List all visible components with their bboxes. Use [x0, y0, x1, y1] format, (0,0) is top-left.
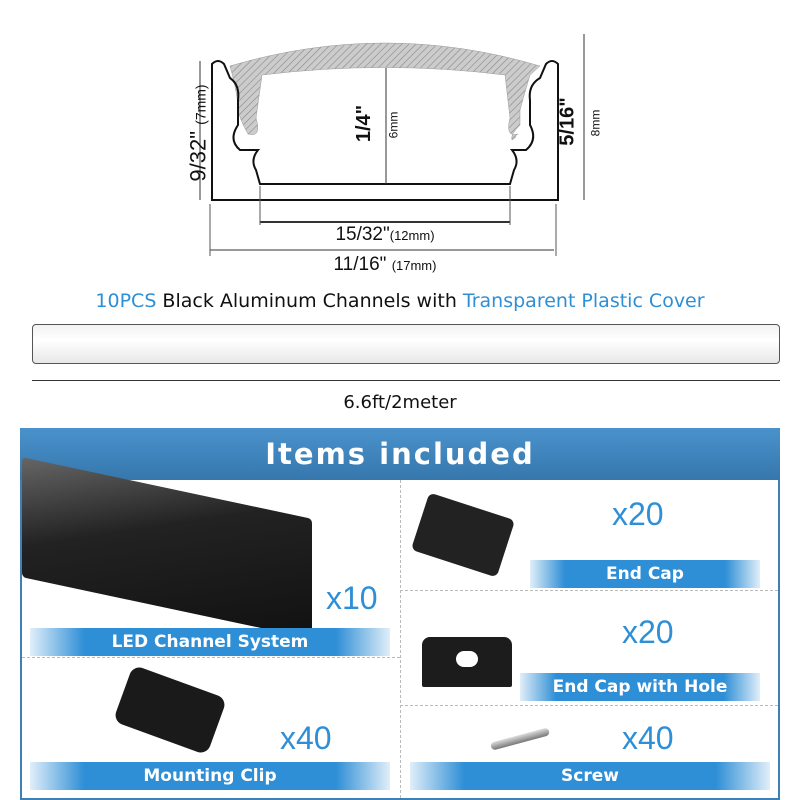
items-panel-title: Items included: [20, 428, 780, 480]
height-right-mm-label: 8mm: [588, 109, 603, 137]
product-headline: 10PCS Black Aluminum Channels with Trans…: [95, 290, 705, 312]
label-screw: Screw: [410, 762, 770, 790]
label-end-cap-hole: End Cap with Hole: [520, 673, 760, 701]
label-end-cap: End Cap: [530, 560, 760, 588]
divider-vertical: [400, 480, 401, 798]
height-right-label: 5/16": [556, 97, 579, 146]
qty-led-channel: x10: [326, 580, 378, 616]
channel-profile-diagram: [199, 34, 585, 256]
channel-outline: [211, 60, 559, 201]
qty-mounting-clip: x40: [280, 720, 332, 756]
label-mounting-clip: Mounting Clip: [30, 762, 390, 790]
qty-end-cap-hole: x20: [622, 614, 674, 650]
channel-side-view: [32, 324, 780, 364]
length-dimension-line: [32, 380, 780, 381]
inner-width-label: 15/32"(12mm): [335, 224, 435, 245]
qty-screw: x40: [622, 720, 674, 756]
cover-shape: [229, 42, 541, 141]
length-label: 6.6ft/2meter: [343, 392, 457, 413]
inner-height-mm-label: 6mm: [386, 111, 401, 139]
height-left-label: 9/32" (7mm): [185, 84, 211, 182]
end-cap-with-hole-image: [422, 637, 512, 687]
outer-width-label: 11/16" (17mm): [333, 254, 437, 275]
divider-right-1: [400, 590, 778, 591]
qty-end-cap: x20: [612, 496, 664, 532]
divider-right-2: [400, 705, 778, 706]
divider-left: [22, 657, 400, 658]
inner-height-label: 1/4": [353, 104, 376, 143]
label-led-channel: LED Channel System: [30, 628, 390, 656]
